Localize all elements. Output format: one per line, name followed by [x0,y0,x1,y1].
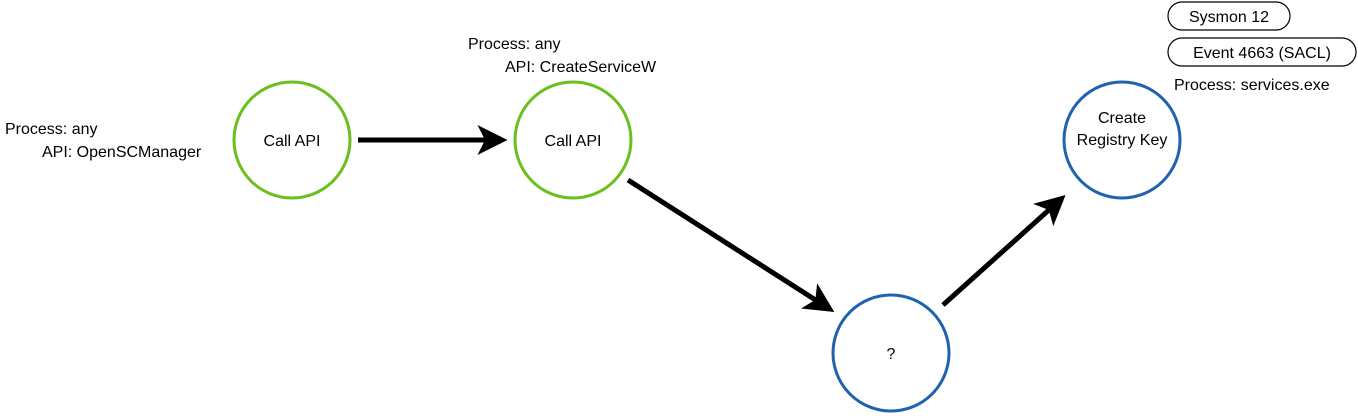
sysmon-badge: Sysmon 12 [1167,1,1291,31]
node-create-registry-key: Create Registry Key [1062,80,1182,200]
node-create-registry-key-line1: Create [1098,110,1146,127]
event-badge: Event 4663 (SACL) [1167,37,1357,67]
node-call-api-1: Call API [232,80,352,200]
sysmon-badge-text: Sysmon 12 [1189,9,1269,26]
node-unknown: ? [831,293,951,413]
node2-api-annotation: API: CreateServiceW [505,59,657,76]
sysmon-badge-outline [1167,1,1291,31]
node-call-api-2-circle [513,80,633,200]
edge-call-api-2-to-unknown [626,177,835,313]
event-badge-outline [1167,37,1357,67]
node2-process-annotation: Process: any [468,36,560,53]
node-create-registry-key-circle [1062,80,1182,200]
node-create-registry-key-line2: Registry Key [1077,132,1168,149]
node1-api-annotation: API: OpenSCManager [42,144,202,161]
node1-process-annotation: Process: any [5,121,97,138]
node-call-api-2-label: Call API [545,133,602,150]
node-call-api-1-label: Call API [264,133,321,150]
node-call-api-1-circle [232,80,352,200]
node-call-api-2: Call API [513,80,633,200]
edge-unknown-to-create-registry-key [941,194,1066,307]
node4-process-annotation: Process: services.exe [1174,77,1330,94]
node-unknown-label: ? [887,346,896,363]
event-badge-text: Event 4663 (SACL) [1193,45,1331,62]
node-unknown-circle [831,293,951,413]
